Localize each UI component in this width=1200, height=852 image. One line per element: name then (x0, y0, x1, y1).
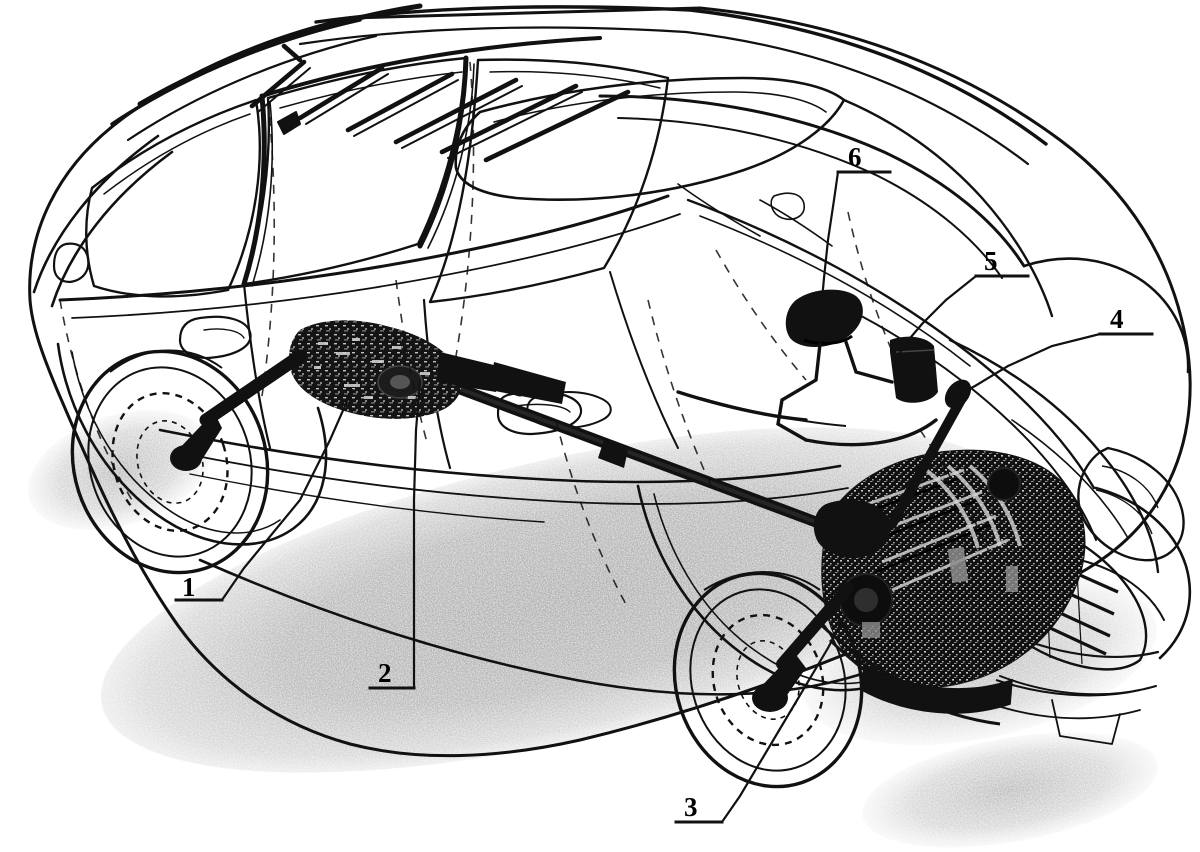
callout-label-1: 1 (182, 572, 196, 602)
transverse-engine-transmission (812, 449, 1086, 726)
leader-4 (950, 332, 1102, 400)
leader-5 (896, 274, 978, 358)
callout-label-6: 6 (848, 142, 862, 172)
callout-label-2: 2 (378, 658, 392, 688)
callout-label-4: 4 (1110, 304, 1124, 334)
leader-6 (820, 170, 840, 302)
electronic-control-unit-under-hood (785, 289, 863, 347)
callout-leaders (220, 170, 1102, 824)
front-left-wheel (672, 571, 864, 789)
leader-1 (220, 388, 354, 602)
rear-left-wheel (70, 349, 270, 575)
drivetrain-assembly (170, 289, 972, 712)
secondary-module (890, 336, 938, 403)
leader-2 (412, 380, 422, 690)
callout-label-5: 5 (984, 246, 998, 276)
callout-label-3: 3 (684, 792, 698, 822)
ghost-construction-lines (59, 61, 991, 609)
vehicle-body-outline (28, 3, 1192, 758)
leader-3 (720, 608, 850, 824)
callout-underlines (174, 170, 1154, 824)
